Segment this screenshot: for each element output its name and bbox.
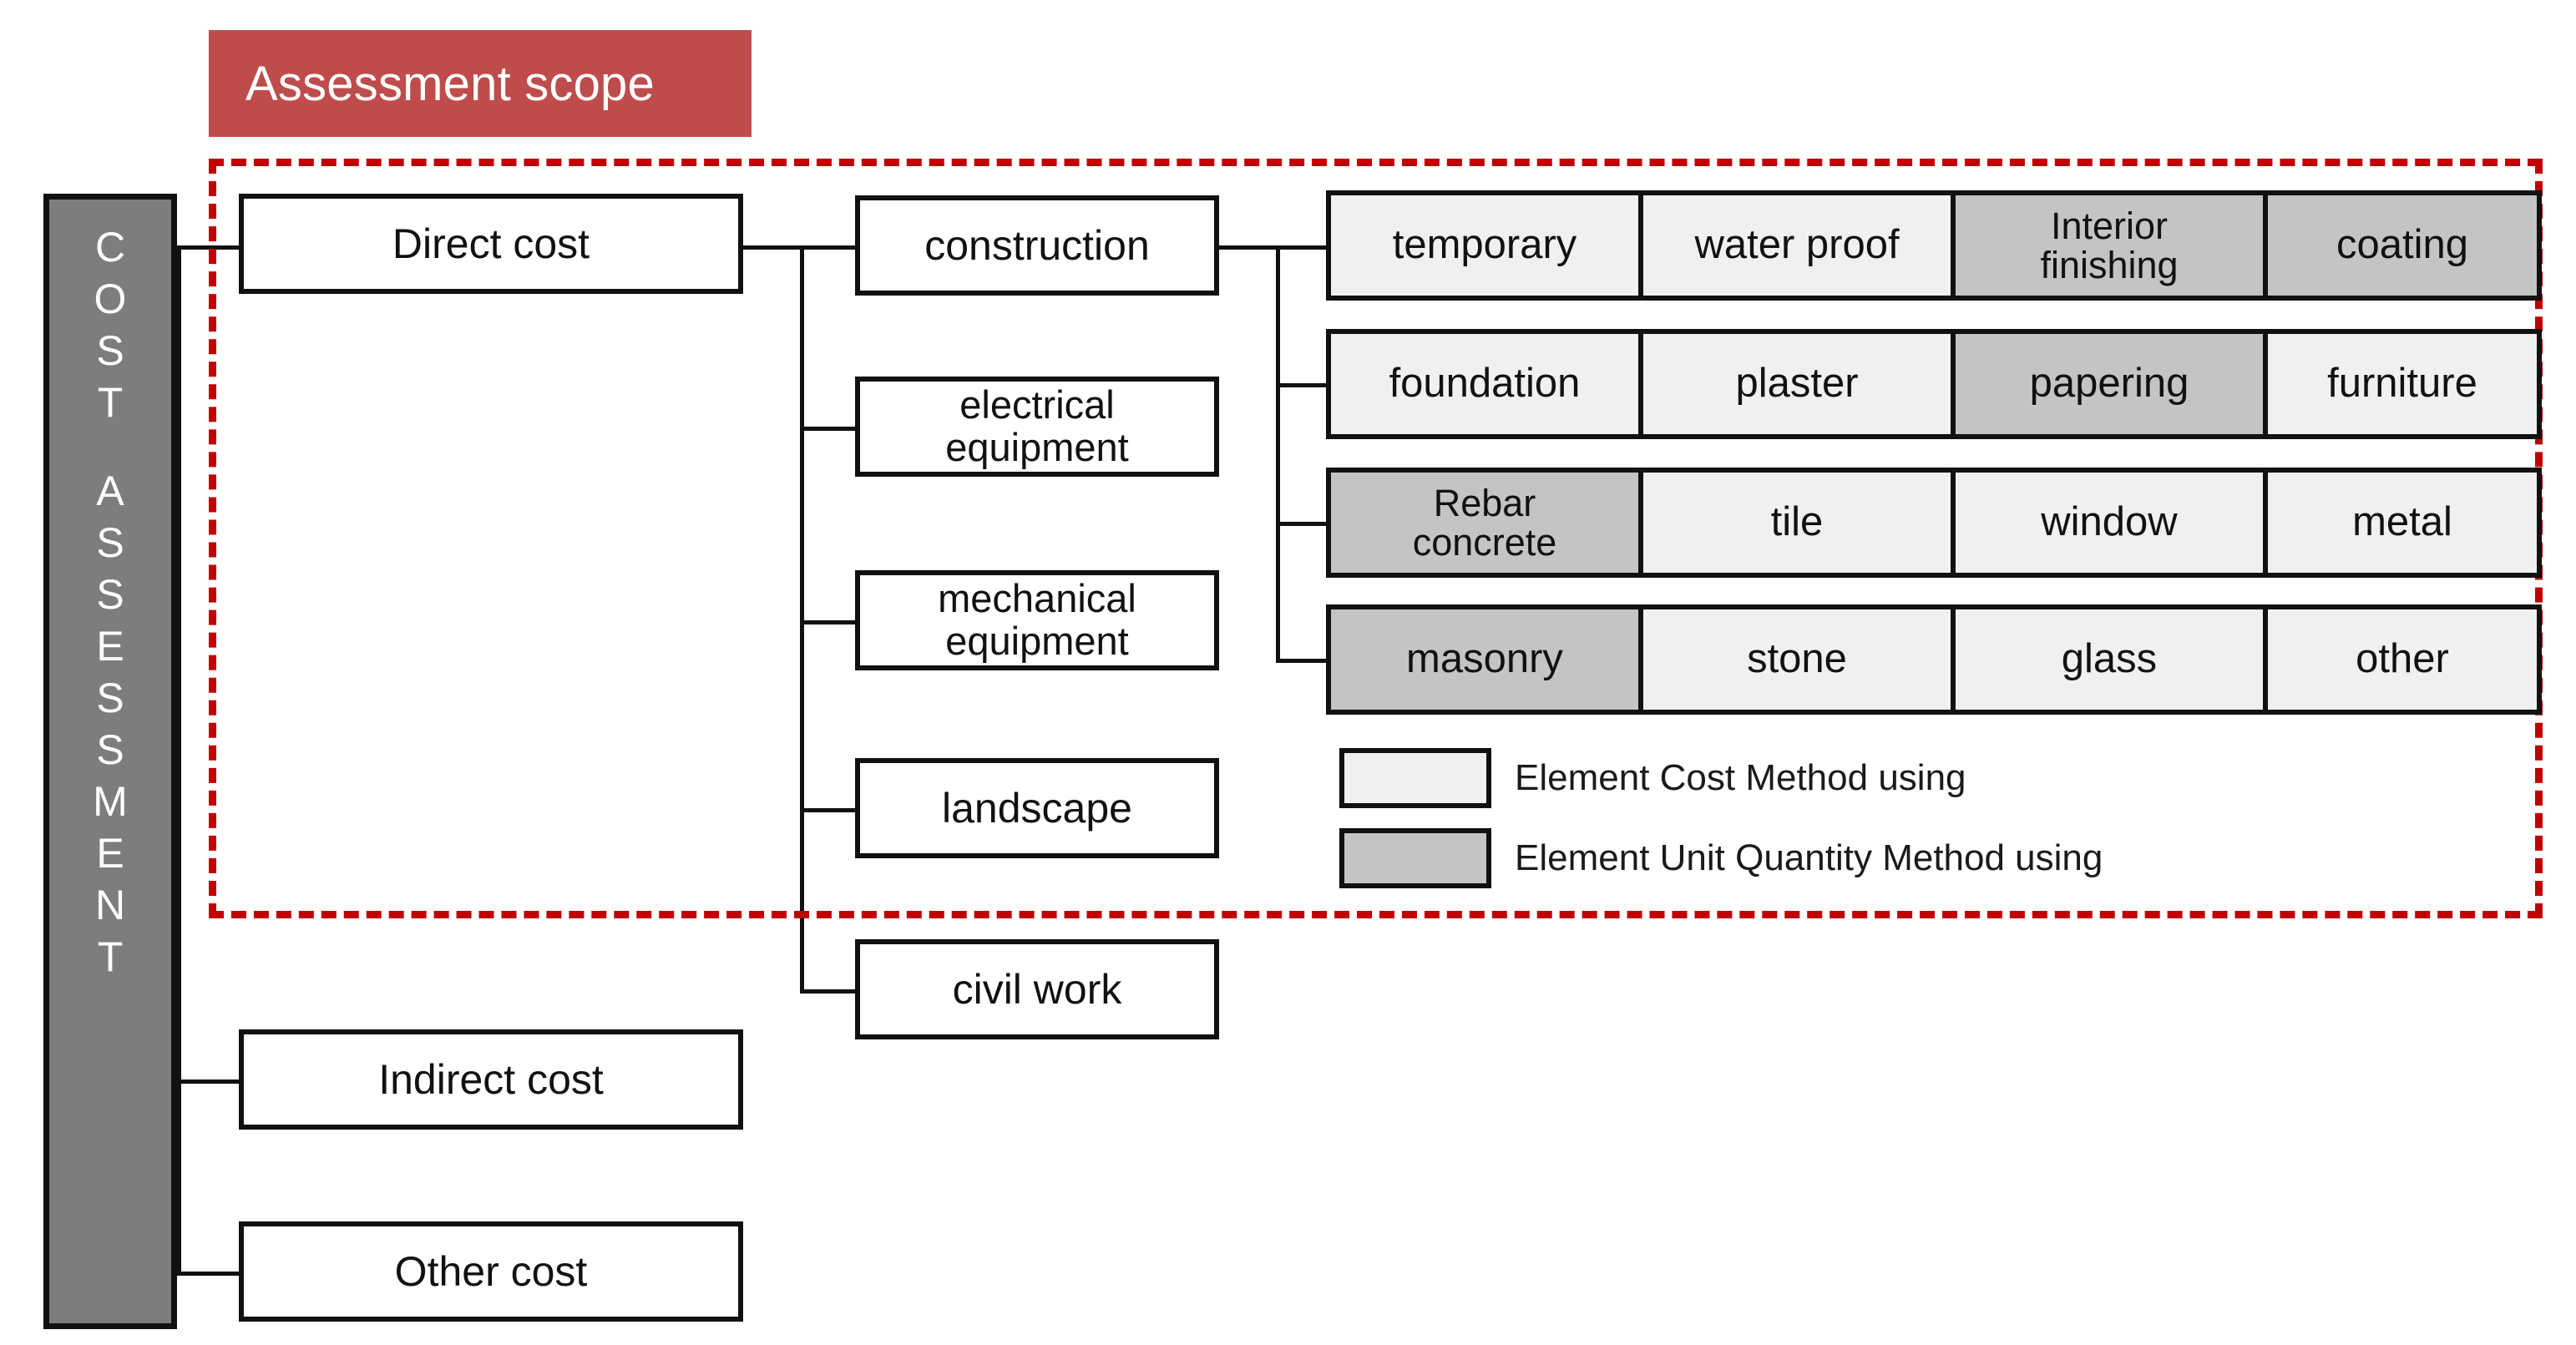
grid-cell-label: stone xyxy=(1747,636,1847,682)
grid-cell-label-line1: Interior xyxy=(2050,204,2169,247)
grid-cell-tile[interactable]: tile xyxy=(1638,468,1956,578)
grid-cell-window[interactable]: window xyxy=(1951,468,2268,578)
node-mechanical-equipment-label-line2: equipment xyxy=(945,619,1129,663)
root-letter: T xyxy=(97,379,124,426)
grid-cell-label: foundation xyxy=(1389,361,1581,407)
grid-cell-label: plaster xyxy=(1735,361,1859,407)
connector-to-grid-row-4 xyxy=(1276,659,1326,663)
connector-to-landscape xyxy=(800,808,858,812)
grid-cell-stone[interactable]: stone xyxy=(1638,604,1956,715)
connector-level2-trunk xyxy=(800,245,804,994)
legend-label-element-unit-quantity: Element Unit Quantity Method using xyxy=(1515,837,2103,878)
legend-item-element-unit-quantity: Element Unit Quantity Method using xyxy=(1339,828,2103,888)
grid-cell-papering[interactable]: papering xyxy=(1951,329,2268,439)
grid-cell-label-line1: Rebar xyxy=(1433,481,1536,524)
connector-to-civilwork xyxy=(800,989,858,994)
assessment-scope-banner: Assessment scope xyxy=(209,30,752,137)
grid-cell-label: glass xyxy=(2061,636,2158,682)
node-direct-cost-label: Direct cost xyxy=(392,220,590,267)
grid-cell-label: metal xyxy=(2352,499,2452,545)
legend-swatch-element-cost xyxy=(1339,748,1491,808)
root-letter: N xyxy=(94,882,126,928)
grid-cell-label-line2: finishing xyxy=(2040,244,2179,286)
root-letter: S xyxy=(96,571,124,618)
node-indirect-cost-label: Indirect cost xyxy=(378,1056,604,1103)
node-landscape[interactable]: landscape xyxy=(855,758,1219,858)
root-letter: S xyxy=(96,327,124,374)
grid-cell-label: masonry xyxy=(1406,636,1563,682)
connector-root-to-other xyxy=(177,1272,242,1276)
grid-cell-label-line2: concrete xyxy=(1412,521,1557,564)
grid-cell-masonry[interactable]: masonry xyxy=(1326,604,1643,715)
node-construction-label: construction xyxy=(924,222,1150,269)
root-letter: M xyxy=(93,778,128,825)
grid-cell-plaster[interactable]: plaster xyxy=(1638,329,1956,439)
root-letter: S xyxy=(96,519,124,566)
node-electrical-equipment-label-line2: equipment xyxy=(945,425,1129,469)
connector-to-mechanical xyxy=(800,620,858,624)
node-mechanical-equipment-label-line1: mechanical xyxy=(938,576,1136,621)
root-letter: O xyxy=(94,276,127,322)
root-letter: S xyxy=(96,675,124,721)
connector-root-to-indirect xyxy=(177,1080,242,1084)
connector-root-trunk xyxy=(177,245,181,1274)
node-electrical-equipment-label-line1: electrical xyxy=(959,382,1115,427)
grid-cell-interior-finishing[interactable]: Interior finishing xyxy=(1951,190,2268,301)
node-construction[interactable]: construction xyxy=(855,195,1219,296)
legend: Element Cost Method using Element Unit Q… xyxy=(1339,748,2508,898)
node-other-cost[interactable]: Other cost xyxy=(239,1221,743,1322)
grid-cell-coating[interactable]: coating xyxy=(2263,190,2542,301)
node-direct-cost[interactable]: Direct cost xyxy=(239,194,743,294)
legend-item-element-cost: Element Cost Method using xyxy=(1339,748,1966,808)
grid-cell-label: other xyxy=(2356,636,2449,682)
grid-cell-metal[interactable]: metal xyxy=(2263,468,2542,578)
root-letter: E xyxy=(96,623,124,670)
grid-cell-foundation[interactable]: foundation xyxy=(1326,329,1643,439)
connector-to-electrical xyxy=(800,427,858,431)
connector-grid-trunk xyxy=(1276,245,1280,663)
node-civil-work[interactable]: civil work xyxy=(855,939,1219,1039)
grid-cell-water-proof[interactable]: water proof xyxy=(1638,190,1956,301)
node-electrical-equipment[interactable]: electrical equipment xyxy=(855,377,1219,477)
connector-to-grid-row-1 xyxy=(1276,245,1326,250)
grid-cell-furniture[interactable]: furniture xyxy=(2263,329,2542,439)
grid-cell-label: tile xyxy=(1770,499,1824,545)
connector-to-grid-row-2 xyxy=(1276,383,1326,387)
grid-cell-label: window xyxy=(2041,499,2178,545)
grid-cell-label: temporary xyxy=(1392,222,1577,268)
grid-cell-label: water proof xyxy=(1694,222,1900,268)
root-letter: S xyxy=(96,726,124,773)
node-civil-work-label: civil work xyxy=(952,966,1122,1013)
grid-cell-label: papering xyxy=(2029,361,2189,407)
node-other-cost-label: Other cost xyxy=(394,1248,588,1295)
node-mechanical-equipment[interactable]: mechanical equipment xyxy=(855,570,1219,670)
root-letter: C xyxy=(94,224,126,271)
node-indirect-cost[interactable]: Indirect cost xyxy=(239,1029,743,1130)
grid-cell-temporary[interactable]: temporary xyxy=(1326,190,1643,301)
connector-direct-out xyxy=(740,245,803,250)
connector-construction-out xyxy=(1216,245,1283,250)
root-node-cost-assessment: C O S T A S S E S S M E N T xyxy=(43,194,177,1329)
legend-swatch-element-unit-quantity xyxy=(1339,828,1491,888)
grid-cell-label: coating xyxy=(2336,222,2468,268)
root-letter: T xyxy=(97,933,124,980)
grid-cell-other[interactable]: other xyxy=(2263,604,2542,715)
node-landscape-label: landscape xyxy=(942,785,1132,832)
grid-cell-label: furniture xyxy=(2327,361,2477,407)
legend-label-element-cost: Element Cost Method using xyxy=(1515,757,1966,798)
grid-cell-rebar-concrete[interactable]: Rebar concrete xyxy=(1326,468,1643,578)
root-letter: E xyxy=(96,830,124,877)
root-letter: A xyxy=(96,468,124,514)
connector-to-construction xyxy=(800,245,858,250)
assessment-scope-label: Assessment scope xyxy=(245,56,655,111)
connector-to-grid-row-3 xyxy=(1276,522,1326,526)
grid-cell-glass[interactable]: glass xyxy=(1951,604,2268,715)
